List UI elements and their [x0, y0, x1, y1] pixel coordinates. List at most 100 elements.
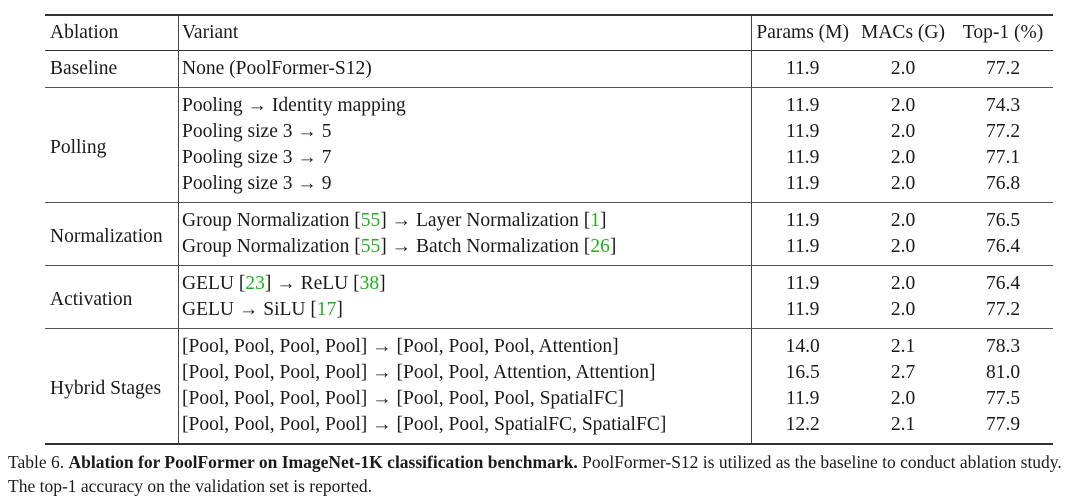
params-cell: 16.5 — [751, 360, 853, 386]
variant-cell: GELU → SiLU [17] — [177, 297, 752, 329]
params-cell: 11.9 — [751, 297, 853, 329]
params-cell: 11.9 — [751, 50, 853, 88]
table-row: Polling Pooling → Identity mapping 11.9 2.0… — [45, 87, 1053, 158]
caption-label: Table 6. — [8, 452, 65, 472]
macs-cell: 2.0 — [890, 388, 916, 409]
variant-text: [Pool, Pool, Pool, Pool] → [Pool, Pool, … — [182, 414, 667, 435]
variant-cell: Pooling size 3 → 5 — [177, 119, 752, 145]
table-row: Hybrid Stages[Pool, Pool, Pool, Pool] → … — [45, 328, 1053, 399]
caption-bold: Ablation for PoolFormer on ImageNet-1K c… — [68, 452, 578, 472]
variant-text: ] → ReLU [ — [264, 273, 360, 294]
params-cell: 11.9 — [751, 119, 853, 145]
variant-text: Pooling size 3 → 9 — [182, 173, 332, 194]
variant-text: Group Normalization [ — [182, 210, 361, 231]
macs-cell: 2.0 — [890, 173, 916, 194]
variant-text: Pooling → Identity mapping — [182, 95, 406, 116]
table-row: Normalization Group Normalization [55] → … — [45, 202, 1053, 247]
top1-cell: 81.0 — [985, 362, 1021, 383]
variant-cell: Pooling size 3 → 9 — [177, 171, 752, 203]
table-row: Pooling size 3 → 5 11.9 2.0 77.2 — [45, 119, 1053, 145]
macs-cell: 2.0 — [890, 273, 916, 294]
caption-text: PoolFormer-S12 is utilized as the baseli… — [8, 452, 1062, 496]
table-row: Activation GELU [23] → ReLU [38] 11.9 2.0 76… — [45, 265, 1053, 310]
citation-link[interactable]: 26 — [590, 236, 610, 257]
top1-cell: 76.5 — [985, 210, 1021, 231]
variant-cell: [Pool, Pool, Pool, Pool] → [Pool, Pool, … — [177, 412, 752, 444]
top1-cell: 77.5 — [985, 388, 1021, 409]
header-macs: MACs (G) — [861, 22, 945, 43]
params-cell: 11.9 — [751, 87, 853, 119]
table-row: Baseline None (PoolFormer-S12) 11.9 2.0 77.2 — [45, 50, 1053, 88]
table-row: Group Normalization [55] → Batch Normali… — [45, 234, 1053, 266]
table-row: [Pool, Pool, Pool, Pool] → [Pool, Pool, … — [45, 386, 1053, 412]
macs-cell: 2.0 — [890, 95, 916, 116]
top1-cell: 77.2 — [985, 58, 1021, 79]
params-cell: 11.9 — [751, 171, 853, 203]
header-params: Params (M) — [751, 15, 853, 51]
variant-text: ] → Batch Normalization [ — [380, 236, 591, 257]
macs-cell: 2.1 — [890, 414, 916, 435]
macs-cell: 2.0 — [890, 210, 916, 231]
macs-cell: 2.0 — [890, 147, 916, 168]
variant-cell: Pooling size 3 → 7 — [177, 145, 752, 171]
variant-text: [Pool, Pool, Pool, Pool] → [Pool, Pool, … — [182, 336, 619, 357]
group-polling: Polling Pooling → Identity mapping 11.9 2.0… — [45, 87, 1053, 203]
variant-text: None (PoolFormer-S12) — [182, 58, 372, 79]
variant-text: GELU [ — [182, 273, 246, 294]
macs-cell: 2.7 — [890, 362, 916, 383]
macs-cell: 2.0 — [890, 58, 916, 79]
params-cell: 11.9 — [751, 145, 853, 171]
citation-link[interactable]: 23 — [245, 273, 265, 294]
group-hybrid-stages: Hybrid Stages[Pool, Pool, Pool, Pool] → … — [45, 328, 1053, 444]
variant-cell: Group Normalization [55] → Batch Normali… — [177, 234, 752, 266]
top1-cell: 76.4 — [985, 236, 1021, 257]
params-cell: 11.9 — [751, 265, 853, 297]
citation-link[interactable]: 38 — [359, 273, 380, 294]
top1-cell: 76.8 — [985, 173, 1021, 194]
header-ablation: Ablation — [50, 22, 119, 43]
variant-cell: [Pool, Pool, Pool, Pool] → [Pool, Pool, … — [177, 360, 752, 386]
variant-text: Group Normalization [ — [182, 236, 361, 257]
top1-cell: 77.9 — [985, 414, 1021, 435]
table-row: Pooling size 3 → 9 11.9 2.0 76.8 — [45, 171, 1053, 203]
ablation-cell: Baseline — [50, 58, 118, 79]
variant-text: [Pool, Pool, Pool, Pool] → [Pool, Pool, … — [182, 362, 656, 383]
params-cell: 11.9 — [751, 386, 853, 412]
top1-cell: 74.3 — [985, 95, 1021, 116]
ablation-cell: Normalization — [50, 225, 163, 247]
ablation-cell: Activation — [50, 288, 133, 310]
header-variant: Variant — [177, 15, 752, 51]
group-activation: Activation GELU [23] → ReLU [38] 11.9 2.0 76… — [45, 265, 1053, 329]
variant-text: ] → Layer Normalization [ — [380, 210, 591, 231]
variant-cell: [Pool, Pool, Pool, Pool] → [Pool, Pool, … — [177, 386, 752, 412]
ablation-cell: Polling — [50, 136, 107, 158]
citation-link[interactable]: 17 — [316, 299, 337, 320]
variant-cell: None (PoolFormer-S12) — [177, 50, 752, 88]
top1-cell: 76.4 — [985, 273, 1021, 294]
table-row: [Pool, Pool, Pool, Pool] → [Pool, Pool, … — [45, 360, 1053, 386]
top1-cell: 78.3 — [985, 336, 1021, 357]
params-cell: 11.9 — [751, 234, 853, 266]
top1-cell: 77.2 — [985, 121, 1021, 142]
macs-cell: 2.0 — [890, 236, 916, 257]
citation-link[interactable]: 1 — [590, 210, 601, 231]
group-baseline: Baseline None (PoolFormer-S12) 11.9 2.0 77.2 — [45, 50, 1053, 88]
variant-text: Pooling size 3 → 7 — [182, 147, 332, 168]
variant-text: GELU → SiLU [ — [182, 299, 317, 320]
variant-cell: Group Normalization [55] → Layer Normali… — [177, 202, 752, 234]
variant-cell: Pooling → Identity mapping — [177, 87, 752, 119]
header-top1: Top-1 (%) — [962, 22, 1044, 43]
top1-cell: 77.1 — [985, 147, 1021, 168]
variant-text: [Pool, Pool, Pool, Pool] → [Pool, Pool, … — [182, 388, 625, 409]
variant-text: ] — [379, 273, 386, 294]
params-cell: 12.2 — [751, 412, 853, 444]
citation-link[interactable]: 55 — [360, 236, 381, 257]
citation-link[interactable]: 55 — [360, 210, 381, 231]
variant-text: Pooling size 3 → 5 — [182, 121, 332, 142]
ablation-table: Ablation Variant Params (M) MACs (G) Top… — [45, 14, 1053, 445]
macs-cell: 2.0 — [890, 121, 916, 142]
header-row: Ablation Variant Params (M) MACs (G) Top… — [45, 15, 1053, 51]
table-row: Pooling size 3 → 7 11.9 2.0 77.1 — [45, 145, 1053, 171]
